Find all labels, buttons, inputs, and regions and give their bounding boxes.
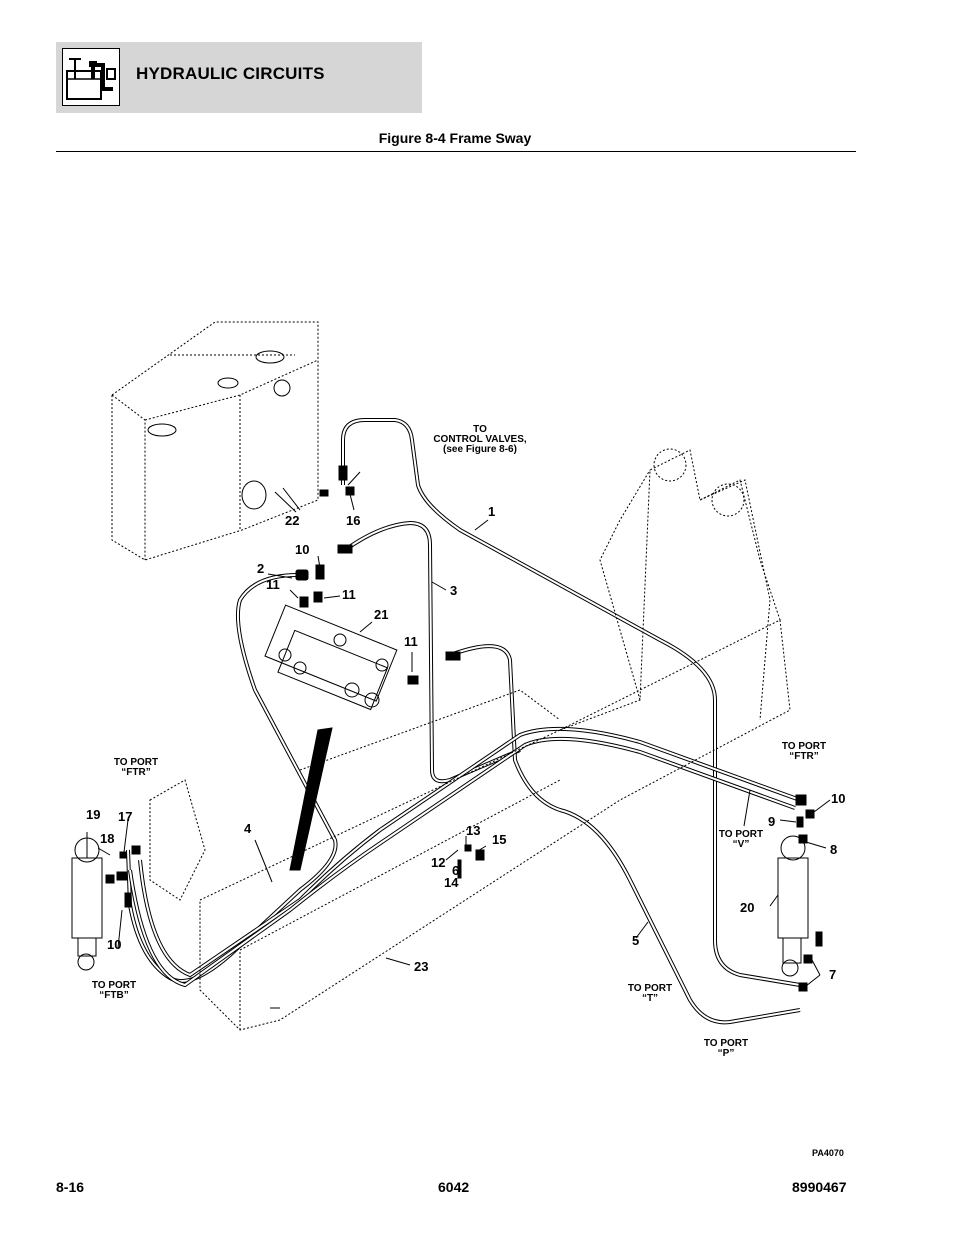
callout-20: 20 [740, 900, 755, 915]
cylinder-20 [777, 835, 809, 977]
callout-10: 10 [831, 791, 846, 806]
hose-2 [126, 573, 338, 984]
callout-10: 10 [107, 937, 122, 952]
callout-22: 22 [285, 513, 300, 528]
callout-13: 13 [466, 823, 481, 838]
callout-10: 10 [295, 542, 310, 557]
port-label-ftb: TO PORT “FTB” [91, 980, 137, 1001]
cylinder-19 [71, 832, 103, 971]
callout-5: 5 [632, 933, 640, 948]
callout-18: 18 [100, 831, 115, 846]
leader-lines [97, 471, 831, 1009]
callout-2: 2 [257, 561, 265, 576]
header-rule [56, 151, 856, 152]
machine-frame [149, 448, 791, 1031]
hydraulic-tank [111, 321, 319, 561]
figure-title: Figure 8-4 Frame Sway [378, 130, 532, 146]
callout-6: 6 [452, 863, 460, 878]
port-label-p: TO PORT “P” [703, 1038, 749, 1059]
callout-11: 11 [342, 587, 356, 602]
callout-17: 17 [118, 809, 133, 824]
control-valve-block [264, 604, 398, 711]
callout-14: 14 [444, 875, 459, 890]
section-title: HYDRAULIC CIRCUITS [136, 64, 325, 83]
hydraulic-tank-icon [62, 48, 120, 106]
callout-21: 21 [374, 607, 389, 622]
fittings [105, 465, 823, 992]
control-valves-note: TO CONTROL VALVES, (see Figure 8-6) [433, 424, 527, 455]
callout-19: 19 [86, 807, 101, 822]
callout-7: 7 [829, 967, 837, 982]
figure-code: PA4070 [812, 1148, 844, 1158]
callout-4: 4 [244, 821, 252, 836]
callout-8: 8 [830, 842, 838, 857]
callout-23: 23 [414, 959, 429, 974]
port-label-ftr-right: TO PORT “FTR” [781, 741, 827, 762]
callout-12: 12 [431, 855, 446, 870]
port-label-t: TO PORT “T” [627, 983, 673, 1004]
port-label-ftr-left: TO PORT “FTR” [113, 757, 159, 778]
callout-11: 11 [404, 634, 418, 649]
callout-16: 16 [346, 513, 361, 528]
hose-long-a [138, 726, 801, 978]
hose-1 [341, 418, 801, 987]
footer-model: 6042 [438, 1179, 470, 1195]
port-label-v: TO PORT “V” [718, 829, 764, 850]
callout-9: 9 [768, 814, 776, 829]
callout-15: 15 [492, 832, 507, 847]
callout-1: 1 [488, 504, 496, 519]
footer-page-number: 8-16 [56, 1179, 85, 1195]
footer-part-number: 8990467 [792, 1179, 847, 1195]
callout-3: 3 [450, 583, 458, 598]
callout-11: 11 [266, 577, 280, 592]
